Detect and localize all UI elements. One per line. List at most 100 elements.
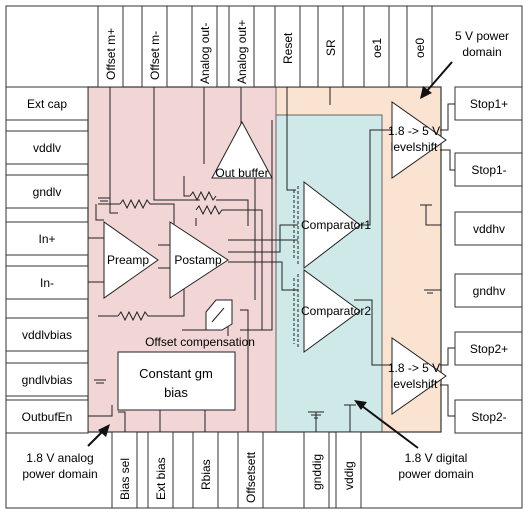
levelshift1-block: 1.8 -> 5 V levelshift <box>388 101 447 179</box>
levelshift1-label: levelshift <box>391 140 438 154</box>
digital-domain-label: 1.8 V digital <box>405 451 468 465</box>
pin-offset-m-minus: Offset m- <box>141 5 168 88</box>
pin-label: Stop2- <box>471 410 506 424</box>
pin-label: vddig <box>342 461 356 490</box>
pin-label: Offset m- <box>148 31 162 80</box>
levelshift2-label: levelshift <box>391 377 438 391</box>
pin-label: Analog out+ <box>235 20 249 84</box>
postamp-label: Postamp <box>174 253 222 267</box>
offset-compensation-label: Offset compensation <box>145 335 255 349</box>
pin-analog-out-minus: Analog out- <box>191 5 218 88</box>
pin-outbufen: OutbufEn <box>5 399 89 434</box>
left-pins: Ext cap vddlv gndlv In+ In- vddlvbias gn… <box>5 86 89 434</box>
annotations: 5 V power domain 1.8 V analog power doma… <box>22 29 509 481</box>
pin-vddig: vddig <box>335 431 362 509</box>
analog-domain-label: 1.8 V analog <box>26 451 93 465</box>
ground-icon <box>94 379 106 384</box>
pin-label: Reset <box>281 32 295 64</box>
pin-label: Analog out- <box>198 23 212 84</box>
comparator2-block: Comparator2 <box>293 269 371 353</box>
comparator1-label: Comparator1 <box>301 218 371 232</box>
pin-label: gndlvbias <box>22 373 73 387</box>
pin-label: vddlvbias <box>22 328 72 342</box>
outer-frame <box>5 5 523 509</box>
pin-label: oe0 <box>413 38 427 58</box>
right-pins: Stop1+ Stop1- vddhv gndhv Stop2+ Stop2- <box>454 86 523 434</box>
bottom-pins: Bias sel Ext bias Rbias Offsetsett gnddi… <box>111 431 362 509</box>
ground-icon <box>424 289 436 294</box>
pin-stop2-plus: Stop2+ <box>454 331 523 366</box>
pin-vddhv: vddhv <box>454 211 523 246</box>
pin-gndlvbias: gndlvbias <box>5 362 89 397</box>
resistor-icon <box>195 204 226 216</box>
ground-icon <box>308 411 324 419</box>
pin-ext-cap: Ext cap <box>5 86 89 121</box>
digital-domain-label-2: power domain <box>398 467 473 481</box>
comparator1-block: Comparator1 <box>293 180 371 270</box>
resistor-icon <box>119 198 158 210</box>
pin-label: In- <box>40 276 54 290</box>
pin-offset-m-plus: Offset m+ <box>97 5 124 88</box>
pin-label: Offsetsett <box>244 451 258 503</box>
comparator2-label: Comparator2 <box>301 304 371 318</box>
pin-stop2-minus: Stop2- <box>454 399 523 434</box>
pin-label: SR <box>324 39 338 56</box>
pin-gnddig: gnddig <box>303 431 330 509</box>
pin-label: Stop1+ <box>470 97 508 111</box>
pin-label: vddlv <box>33 141 61 155</box>
postamp-block: Postamp <box>169 221 229 299</box>
offset-compensation-block: Offset compensation <box>145 299 255 349</box>
power-5v-label-2: domain <box>462 45 501 59</box>
pin-label: Rbias <box>199 459 213 490</box>
pin-rbias: Rbias <box>192 431 219 509</box>
pin-ext-bias: Ext bias <box>147 431 174 509</box>
pin-label: Bias sel <box>118 458 132 500</box>
pin-oe0: oe0 <box>406 5 433 88</box>
pin-stop1-plus: Stop1+ <box>454 86 523 121</box>
pin-label: oe1 <box>370 38 384 58</box>
pin-label: OutbufEn <box>22 410 73 424</box>
levelshift1-ratio-label: 1.8 -> 5 V <box>388 124 440 138</box>
resistors <box>117 190 226 322</box>
pin-in-plus: In+ <box>5 221 89 256</box>
pin-in-minus: In- <box>5 265 89 300</box>
levelshift2-block: 1.8 -> 5 V levelshift <box>388 337 447 415</box>
pin-vddlv: vddlv <box>5 130 89 165</box>
pin-oe1: oe1 <box>363 5 390 88</box>
ground-symbols <box>94 197 436 419</box>
analog-domain-label-2: power domain <box>22 467 97 481</box>
pin-stop1-minus: Stop1- <box>454 152 523 187</box>
pin-label: gndlv <box>33 185 62 199</box>
constant-gm-label: Constant gm <box>139 366 213 381</box>
preamp-label: Preamp <box>107 253 149 267</box>
pin-label: gndhv <box>473 284 506 298</box>
pin-bias-sel: Bias sel <box>111 431 138 509</box>
arrow-icon <box>354 400 419 449</box>
constant-gm-bias-block: Constant gm bias <box>117 351 236 411</box>
constant-gm-bias-label: bias <box>164 385 188 400</box>
die-outline <box>87 86 442 433</box>
internal-wiring <box>88 87 455 432</box>
pin-label: Stop2+ <box>470 342 508 356</box>
pin-label: gnddig <box>310 454 324 490</box>
pin-gndlv: gndlv <box>5 174 89 209</box>
pin-label: Stop1- <box>471 163 506 177</box>
resistor-icon <box>189 190 217 202</box>
pin-analog-out-plus: Analog out+ <box>228 5 255 88</box>
resistor-icon <box>117 310 158 322</box>
pin-vddlvbias: vddlvbias <box>5 317 89 352</box>
pin-gndhv: gndhv <box>454 273 523 308</box>
pin-reset: Reset <box>274 5 301 88</box>
pin-label: Ext cap <box>27 97 67 111</box>
pin-sr: SR <box>317 5 344 88</box>
pin-label: Offset m+ <box>104 28 118 80</box>
out-buffer-label: Out buffer <box>215 166 268 180</box>
out-buffer-block: Out buffer <box>211 120 273 180</box>
levelshift2-ratio-label: 1.8 -> 5 V <box>388 361 440 375</box>
ground-icon <box>98 197 110 202</box>
pin-offsetsett: Offsetsett <box>237 431 264 509</box>
pin-label: Ext bias <box>154 457 168 500</box>
arrow-icon <box>420 61 453 99</box>
preamp-block: Preamp <box>103 221 159 299</box>
